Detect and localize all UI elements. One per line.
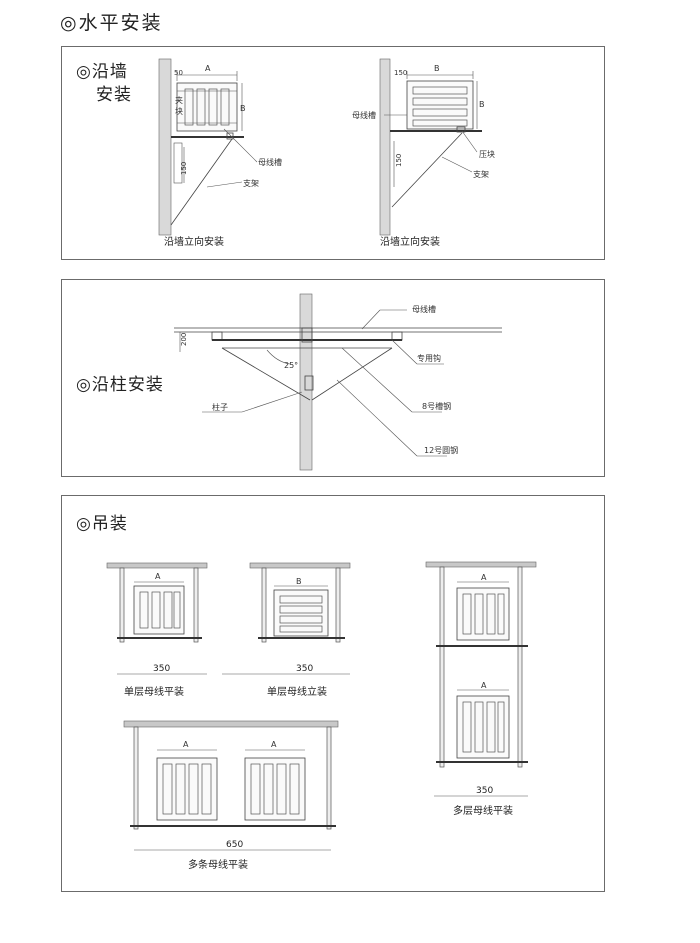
multi-layer-dim-350: 350	[476, 786, 493, 796]
multi-strip-caption: 多条母线平装	[188, 858, 248, 871]
multi-strip-assembly: A A 650 多条母线平装	[123, 720, 339, 871]
wall-label-line1: ◎沿墙	[76, 62, 128, 82]
multi-strip-dim-a-right: A	[271, 740, 277, 749]
left-wall-assembly: 50 A B 150 夹 块 母线槽 支架 沿墙立向安装	[158, 58, 282, 248]
multi-layer-dim-a-bottom: A	[481, 681, 487, 690]
single-vertical-dim-350: 350	[296, 664, 313, 674]
single-flat-dim-a: A	[155, 572, 161, 581]
page-title: ◎水平安装	[60, 12, 163, 34]
channel-label: 8号槽钢	[422, 401, 451, 411]
dim-200: 200	[180, 333, 188, 346]
left-bracket-label: 支架	[243, 178, 259, 188]
left-wall	[158, 58, 172, 236]
wall-installation-panel: ◎沿墙 安装 50 A B	[61, 46, 605, 260]
right-dim-150: 150	[395, 154, 403, 167]
right-bracket-brace	[391, 132, 463, 208]
left-clamp-label-2: 块	[175, 106, 183, 116]
left-dim-150: 150	[180, 162, 188, 175]
multi-strip-dim-650: 650	[226, 840, 243, 850]
wall-label-line2: 安装	[96, 84, 132, 105]
single-vertical-caption: 单层母线立装	[267, 685, 327, 698]
column-panel-label: ◎沿柱安装	[76, 375, 164, 395]
multi-layer-caption: 多层母线平装	[453, 804, 513, 817]
left-clamp-label-1: 夹	[175, 95, 183, 105]
left-caption: 沿墙立向安装	[164, 235, 224, 248]
wall-panel-label: ◎沿墙 安装	[76, 61, 132, 107]
column-installation-panel: ◎沿柱安装 200 25° 母线槽 专用钩 柱子 8号槽钢	[61, 279, 605, 477]
single-flat-assembly: A 350 单层母线平装	[106, 562, 208, 698]
hanging-installation-panel: ◎吊装 A 350 单层母线平装 B 350	[61, 495, 605, 892]
multi-strip-busway-right	[244, 757, 306, 821]
wall-installation-drawing: 50 A B 150 夹 块 母线槽 支架 沿墙立向安装	[158, 58, 495, 248]
left-round-steel	[221, 347, 311, 401]
right-bracket-label: 支架	[473, 169, 489, 179]
single-flat-busway	[133, 585, 185, 635]
angle-label: 25°	[284, 361, 298, 370]
right-trunk-label: 母线槽	[352, 110, 376, 120]
hook-label: 专用钩	[417, 353, 441, 363]
column-installation-drawing: 200 25° 母线槽 专用钩 柱子 8号槽钢 12号圆钢	[174, 293, 502, 471]
multi-strip-dim-a-left: A	[183, 740, 189, 749]
column	[299, 293, 313, 471]
right-dim-150-top: 150	[394, 69, 407, 77]
hanging-installation-drawing: A 350 单层母线平装 B 350 单层母线立装	[106, 561, 537, 871]
single-vertical-dim-b: B	[296, 577, 302, 586]
multi-layer-dim-a-top: A	[481, 573, 487, 582]
single-flat-caption: 单层母线平装	[124, 685, 184, 698]
left-bracket-brace	[170, 138, 233, 226]
column-label: 柱子	[212, 402, 228, 412]
trunk-label: 母线槽	[412, 304, 436, 314]
single-flat-dim-350: 350	[153, 664, 170, 674]
right-round-steel	[311, 347, 393, 401]
round-steel-label: 12号圆钢	[424, 445, 458, 455]
left-dim-b: B	[240, 104, 246, 113]
right-caption: 沿墙立向安装	[380, 235, 440, 248]
multi-strip-busway-left	[156, 757, 218, 821]
left-dim-50: 50	[174, 69, 183, 77]
left-busway	[176, 82, 238, 132]
hanging-panel-label: ◎吊装	[76, 514, 128, 534]
right-wall	[379, 58, 391, 236]
left-dim-a: A	[205, 64, 211, 73]
left-trunk-label: 母线槽	[258, 157, 282, 167]
right-dim-b-side: B	[479, 100, 485, 109]
multi-layer-assembly: A A 350 多层母线平装	[425, 561, 537, 817]
right-wall-assembly: 150 B B 150 母线槽 压块 支架 沿墙立向安装	[352, 58, 495, 248]
single-vertical-assembly: B 350 单层母线立装	[222, 562, 351, 698]
right-dim-b: B	[434, 64, 440, 73]
right-press-label: 压块	[479, 149, 495, 159]
